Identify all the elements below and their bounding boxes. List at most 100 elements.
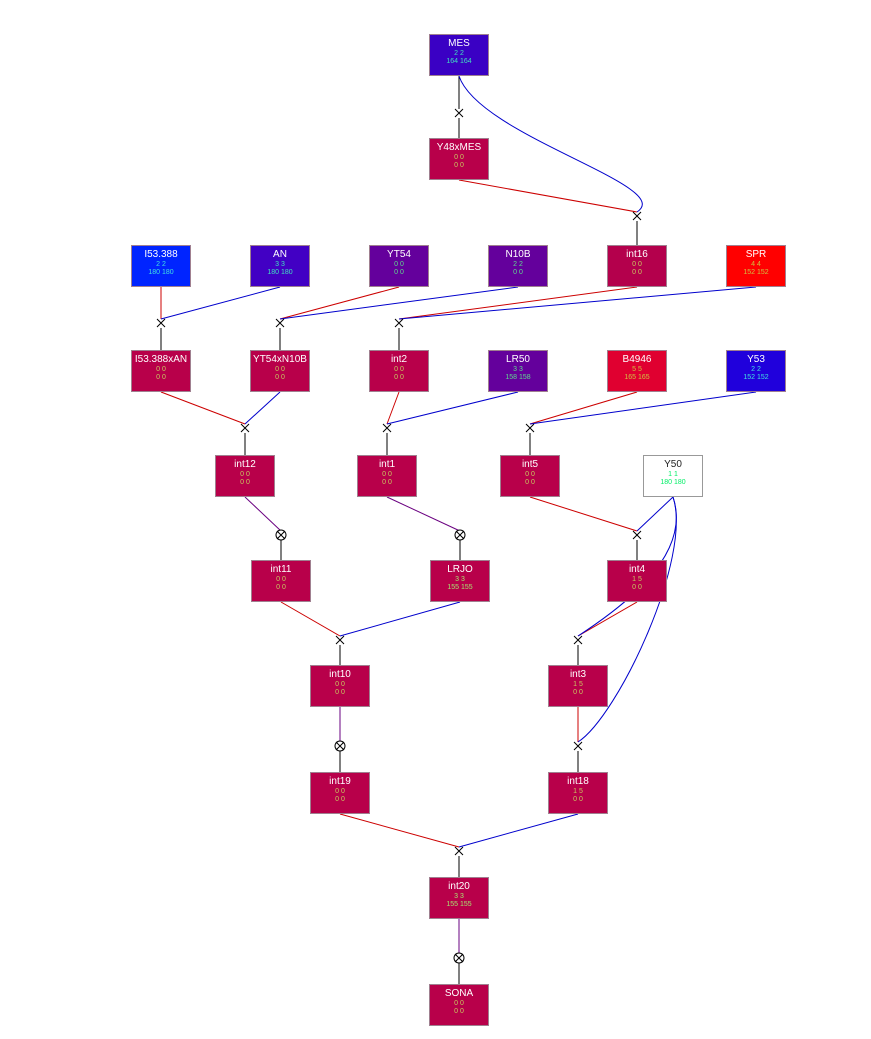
node-label: YT54 <box>387 249 411 260</box>
node-value-2: 0 0 <box>454 162 464 169</box>
cross-junction-icon <box>632 211 642 221</box>
node-value-2: 0 0 <box>513 269 523 276</box>
cross-junction-icon <box>454 108 464 118</box>
node-value-2: 0 0 <box>525 479 535 486</box>
node-value-2: 0 0 <box>573 689 583 696</box>
edge-parent <box>279 286 519 320</box>
node-value-2: 0 0 <box>276 584 286 591</box>
edge-parent <box>160 391 246 425</box>
node-value-2: 164 164 <box>446 58 472 65</box>
node-label: I53.388xAN <box>134 354 188 365</box>
cross-junction-icon <box>156 318 166 328</box>
node-value-2: 0 0 <box>335 689 345 696</box>
node-value-1: 0 0 <box>525 471 535 478</box>
cross-junction-icon <box>525 423 535 433</box>
node-value-1: 0 0 <box>276 576 286 583</box>
node-value-1: 0 0 <box>156 366 166 373</box>
edge-parent <box>577 601 638 637</box>
edge-parent <box>529 391 757 425</box>
node-value-1: 1 5 <box>573 681 583 688</box>
node-label: B4946 <box>622 354 652 365</box>
node-value-2: 155 155 <box>447 584 473 591</box>
cross-junction-icon <box>276 530 286 540</box>
node-label: int11 <box>270 564 292 575</box>
node-value-1: 0 0 <box>454 1000 464 1007</box>
node-label: int4 <box>628 564 646 575</box>
node-value-1: 0 0 <box>632 261 642 268</box>
node-value-1: 0 0 <box>240 471 250 478</box>
node-value-1: 2 2 <box>454 50 464 57</box>
cross-junction-icon <box>455 530 465 540</box>
node-value-1: 5 5 <box>632 366 642 373</box>
node-label: N10B <box>505 249 531 260</box>
node-label: int1 <box>378 459 396 470</box>
node-value-1: 0 0 <box>454 154 464 161</box>
cross-junction-icon <box>275 318 285 328</box>
cross-junction-icon <box>240 423 250 433</box>
node-label: int2 <box>390 354 408 365</box>
cross-junction-icon <box>335 741 345 751</box>
node-value-2: 0 0 <box>382 479 392 486</box>
node-value-2: 0 0 <box>573 796 583 803</box>
edge-parent <box>244 496 282 532</box>
node-value-2: 0 0 <box>394 374 404 381</box>
node-value-1: 4 4 <box>751 261 761 268</box>
node-value-1: 0 0 <box>394 261 404 268</box>
node-label: SONA <box>444 988 474 999</box>
node-value-2: 152 152 <box>743 374 769 381</box>
node-label: Y50 <box>664 459 682 470</box>
node-value-1: 1 1 <box>668 471 678 478</box>
node-value-2: 158 158 <box>505 374 531 381</box>
node-value-1: 3 3 <box>275 261 285 268</box>
node-value-1: 2 2 <box>156 261 166 268</box>
cross-junction-icon <box>335 635 345 645</box>
edge-parent <box>458 179 638 213</box>
node-value-2: 0 0 <box>632 269 642 276</box>
edge-parent <box>279 286 400 320</box>
cross-junction-icon <box>454 953 464 963</box>
cross-junction-icon <box>573 741 583 751</box>
node-label: YT54xN10B <box>253 354 307 365</box>
node-value-1: 3 3 <box>455 576 465 583</box>
node-value-1: 0 0 <box>335 788 345 795</box>
node-value-2: 0 0 <box>394 269 404 276</box>
node-label: LRJO <box>447 564 473 575</box>
edge-parent <box>160 286 281 320</box>
cross-junction-icon <box>573 635 583 645</box>
edge-parent <box>458 813 579 848</box>
node-value-1: 3 3 <box>454 893 464 900</box>
cross-junction-icon <box>632 530 642 540</box>
node-label: MES <box>448 38 470 49</box>
node-value-2: 0 0 <box>275 374 285 381</box>
node-value-2: 180 180 <box>267 269 293 276</box>
edge-parent <box>529 496 638 532</box>
node-value-2: 152 152 <box>743 269 769 276</box>
